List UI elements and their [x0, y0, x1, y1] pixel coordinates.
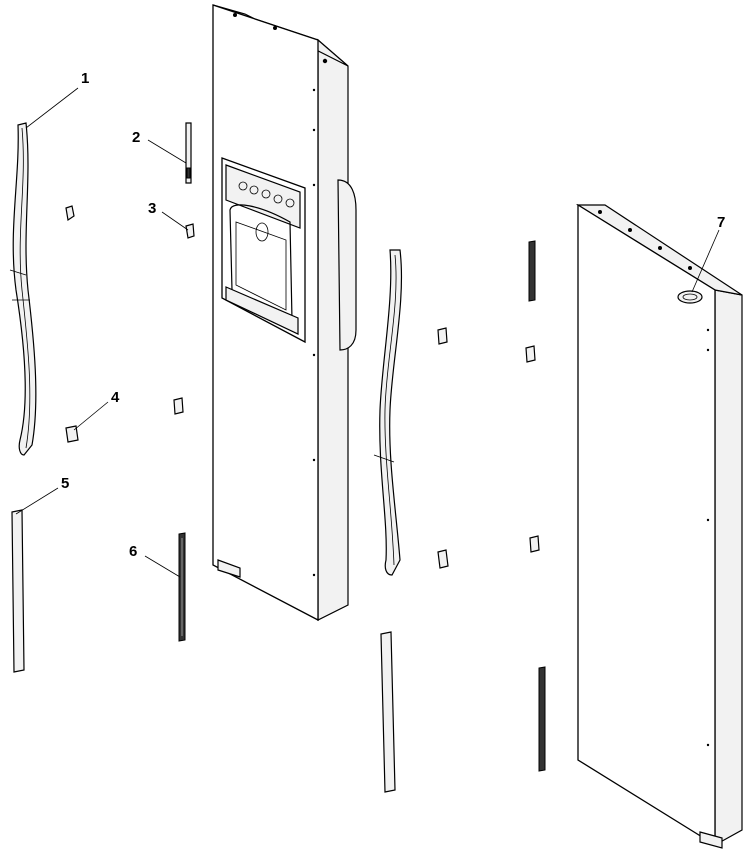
freezer-door-handle: [9, 122, 37, 456]
callout-leader-4: [73, 401, 109, 431]
trim-strip-right-middle: [380, 631, 396, 793]
handle-clip-4: [65, 425, 79, 443]
fresh-food-door-handle: [373, 249, 403, 576]
callout-2: 2: [132, 129, 140, 146]
trim-strip-right-lower: [538, 666, 546, 772]
trim-strip-5: [11, 509, 25, 673]
callout-5: 5: [61, 475, 69, 492]
callout-leader-7: [691, 229, 720, 293]
callout-4: 4: [111, 389, 120, 406]
dispenser-housing: [221, 157, 306, 344]
callout-leader-2: [147, 139, 187, 164]
handle-clip-right-1: [437, 327, 448, 345]
handle-clip-freezer-lower: [173, 397, 184, 415]
callout-leader-1: [25, 87, 79, 129]
screw-3: [185, 223, 195, 239]
fresh-food-door: [575, 203, 743, 849]
handle-clip-right-4: [529, 535, 540, 553]
handle-clip: [65, 205, 75, 222]
callout-6: 6: [129, 543, 137, 560]
trim-strip-2: [185, 122, 192, 184]
callout-leader-3: [161, 211, 189, 231]
trim-strip-6: [178, 532, 186, 642]
callout-7: 7: [717, 214, 725, 231]
handle-clip-right-2: [525, 345, 536, 363]
trim-strip-right-upper: [528, 240, 536, 302]
callout-3: 3: [148, 200, 156, 217]
callout-1: 1: [81, 70, 89, 87]
callout-leader-6: [144, 555, 181, 578]
callout-leader-5: [15, 487, 59, 515]
handle-clip-right-3: [437, 549, 449, 569]
